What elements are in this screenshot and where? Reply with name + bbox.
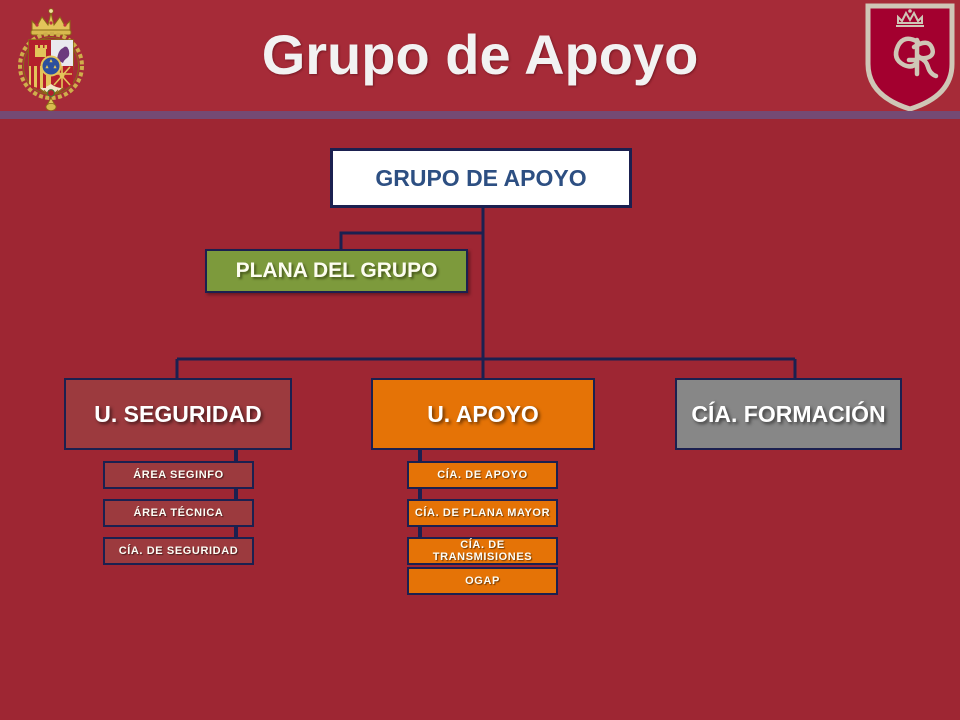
org-node-cia-formacion[interactable]: CÍA. FORMACIÓN <box>675 378 902 450</box>
org-node-label: OGAP <box>465 575 500 587</box>
org-node-plana-del-grupo[interactable]: PLANA DEL GRUPO <box>205 249 468 293</box>
org-node-label: U. SEGURIDAD <box>94 400 262 427</box>
org-node-label: CÍA. DE PLANA MAYOR <box>414 507 551 519</box>
org-node-label: CÍA. DE APOYO <box>437 469 528 481</box>
org-node-area-tecnica[interactable]: ÁREA TÉCNICA <box>103 499 254 527</box>
org-node-label: PLANA DEL GRUPO <box>235 259 438 282</box>
org-node-label: CÍA. DE TRANSMISIONES <box>432 539 533 563</box>
header-band <box>0 0 960 111</box>
org-node-area-seginfo[interactable]: ÁREA SEGINFO <box>103 461 254 489</box>
org-node-label: ÁREA SEGINFO <box>133 469 224 481</box>
org-node-label: GRUPO DE APOYO <box>375 164 587 191</box>
org-node-label: U. APOYO <box>427 400 539 427</box>
org-node-u-seguridad[interactable]: U. SEGURIDAD <box>64 378 292 450</box>
spanish-royal-coat-of-arms-icon <box>18 8 84 112</box>
page-title: Grupo de Apoyo <box>261 23 699 86</box>
org-node-cia-de-plana-mayor[interactable]: CÍA. DE PLANA MAYOR <box>407 499 558 527</box>
org-node-label: ÁREA TÉCNICA <box>133 507 224 519</box>
header-divider <box>0 111 960 119</box>
org-node-label: CÍA. FORMACIÓN <box>691 400 886 427</box>
gr-crowned-shield-icon <box>865 3 955 112</box>
org-node-cia-de-seguridad[interactable]: CÍA. DE SEGURIDAD <box>103 537 254 565</box>
org-node-ogap[interactable]: OGAP <box>407 567 558 595</box>
org-node-cia-de-apoyo[interactable]: CÍA. DE APOYO <box>407 461 558 489</box>
org-node-u-apoyo[interactable]: U. APOYO <box>371 378 595 450</box>
org-node-cia-de-transmisiones[interactable]: CÍA. DE TRANSMISIONES <box>407 537 558 565</box>
org-node-grupo-de-apoyo[interactable]: GRUPO DE APOYO <box>330 148 632 208</box>
org-node-label: CÍA. DE SEGURIDAD <box>118 545 239 557</box>
